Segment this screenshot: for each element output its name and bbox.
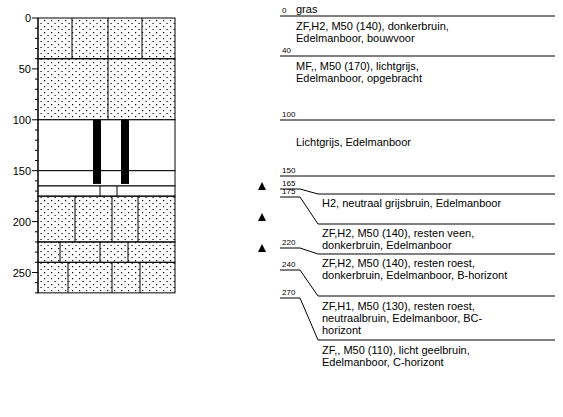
layer-divider: [75, 196, 76, 242]
layer-divider: [100, 242, 101, 262]
layer-divider: [108, 18, 109, 59]
depth-number: 150: [282, 166, 312, 175]
axis-number: 0: [0, 12, 31, 24]
axis-tick: [35, 99, 38, 100]
layer-description: H2, neutraal grijsbruin, Edelmanboor: [322, 197, 512, 209]
layer-boundary: [280, 197, 555, 224]
axis-tick: [32, 68, 38, 69]
axis-tick: [35, 231, 38, 232]
axis-tick: [35, 282, 38, 283]
depth-number: 100: [282, 110, 312, 119]
layer-description: ZF,H2, M50 (140), resten veen, donkerbru…: [322, 227, 512, 251]
layer-description: MF,, M50 (170), lichtgrijs, Edelmanboor,…: [296, 60, 486, 84]
layer-divider: [68, 262, 69, 293]
axis-tick: [35, 211, 38, 212]
soil-layer: [38, 242, 175, 262]
depth-number: 165: [282, 179, 300, 188]
depth-axis: [32, 18, 38, 293]
layer-divider: [128, 242, 129, 262]
axis-tick: [35, 129, 38, 130]
axis-tick: [35, 252, 38, 253]
layer-divider: [117, 186, 118, 196]
axis-tick: [35, 180, 38, 181]
layer-description: Lichtgrijs, Edelmanboor: [296, 136, 486, 148]
axis-tick: [35, 241, 38, 242]
depth-number: 175: [282, 187, 300, 196]
axis-tick: [35, 109, 38, 110]
layer-divider: [108, 59, 109, 120]
axis-tick: [32, 18, 38, 19]
axis-number: 150: [0, 165, 31, 177]
soil-column: [38, 18, 175, 293]
filter-bar: [121, 120, 129, 184]
soil-layer: [38, 59, 175, 120]
layer-boundary: [280, 56, 555, 57]
layer-divider: [60, 242, 61, 262]
soil-layer: [38, 120, 175, 171]
axis-tick: [32, 272, 38, 273]
layer-boundary: [280, 120, 555, 121]
layer-description: ZF,H2, M50 (140), donkerbruin, Edelmanbo…: [296, 20, 486, 44]
layer-divider: [100, 186, 101, 196]
axis-tick: [35, 140, 38, 141]
layer-divider: [72, 18, 73, 59]
layer-divider: [112, 196, 113, 242]
depth-number: 220: [282, 238, 300, 247]
layer-lines: [280, 16, 555, 340]
axis-number: 50: [0, 63, 31, 75]
sample-triangles: [258, 182, 266, 252]
layer-description: gras: [296, 3, 486, 15]
layer-description: ZF,, M50 (110), licht geelbruin, Edelman…: [322, 344, 512, 368]
axis-number: 250: [0, 267, 31, 279]
layer-description: ZF,H2, M50 (140), resten roest, donkerbr…: [322, 257, 512, 281]
soil-layer: [38, 18, 175, 59]
depth-number: 240: [282, 260, 300, 269]
layer-boundary: [280, 16, 555, 17]
axis-tick: [35, 150, 38, 151]
axis-tick: [32, 119, 38, 120]
axis-line: [38, 18, 39, 293]
soil-layer: [38, 262, 175, 293]
soil-layer: [38, 171, 175, 186]
layer-divider: [142, 18, 143, 59]
axis-tick: [32, 221, 38, 222]
axis-tick: [35, 292, 38, 293]
depth-number: 40: [282, 46, 312, 55]
axis-tick: [35, 201, 38, 202]
axis-tick: [35, 58, 38, 59]
layer-divider: [138, 196, 139, 242]
soil-layer: [38, 186, 175, 196]
axis-tick: [35, 38, 38, 39]
axis-number: 200: [0, 216, 31, 228]
axis-number: 100: [0, 114, 31, 126]
axis-tick: [35, 191, 38, 192]
axis-tick: [32, 170, 38, 171]
axis-tick: [35, 160, 38, 161]
axis-tick: [35, 79, 38, 80]
filter-bar: [93, 120, 101, 184]
layer-boundary: [280, 298, 555, 340]
layer-divider: [112, 262, 113, 293]
layer-description: ZF,H1, M50 (130), resten roest, neutraal…: [322, 300, 512, 336]
soil-layer: [38, 196, 175, 242]
axis-tick: [35, 48, 38, 49]
depth-number: 270: [282, 288, 300, 297]
layer-divider: [140, 262, 141, 293]
axis-tick: [35, 89, 38, 90]
layer-boundary: [280, 189, 555, 194]
axis-tick: [35, 28, 38, 29]
layer-boundary: [280, 176, 555, 177]
axis-tick: [35, 262, 38, 263]
